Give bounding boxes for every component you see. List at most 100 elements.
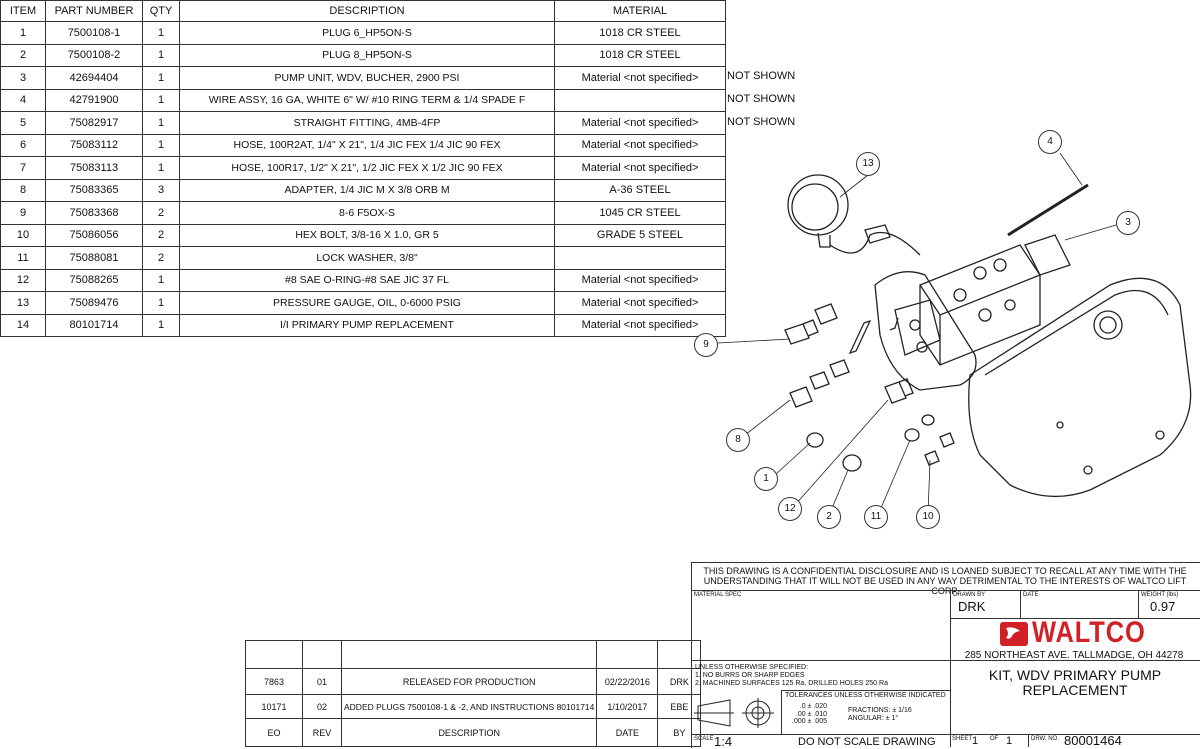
bom-cell: 7500108-1	[45, 21, 143, 45]
bom-cell: 1	[142, 133, 180, 157]
rev-cell: 02	[302, 694, 342, 719]
bom-cell: 75083368	[45, 201, 143, 225]
rev-cell: RELEASED FOR PRODUCTION	[340, 668, 598, 695]
scale-label: SCALE	[694, 736, 714, 742]
bom-cell: 80101714	[45, 313, 143, 337]
bom-cell: 7	[0, 156, 46, 180]
item-balloon: 11	[864, 505, 888, 529]
bom-cell: 1	[142, 111, 180, 135]
exploded-assembly-drawing	[717, 152, 1192, 516]
rev-cell: DRK	[657, 668, 702, 695]
rev-cell: 1/10/2017	[596, 694, 659, 719]
bom-cell: 1	[142, 313, 180, 337]
rev-cell: 10171	[245, 694, 303, 719]
confidential-disclosure: THIS DRAWING IS A CONFIDENTIAL DISCLOSUR…	[703, 566, 1187, 596]
unless-specified: UNLESS OTHERWISE SPECIFIED: 1. NO BURRS …	[695, 664, 888, 688]
bom-header: PART NUMBER	[45, 0, 143, 22]
bom-cell: 1	[142, 21, 180, 45]
drawing-number: 80001464	[1064, 733, 1122, 748]
bom-cell: 10	[0, 223, 46, 247]
bom-cell: 12	[0, 268, 46, 292]
bom-cell: Material <not specified>	[554, 111, 726, 135]
bom-cell: PLUG 6_HP5ON-S	[179, 21, 555, 45]
bom-cell: 5	[0, 111, 46, 135]
rev-header: DESCRIPTION	[340, 718, 598, 747]
drawing-number-label: DRW. NO.	[1031, 736, 1059, 742]
bom-cell: 9	[0, 201, 46, 225]
drawn-by-label: DRAWN BY	[953, 592, 986, 598]
bom-cell: Material <not specified>	[554, 156, 726, 180]
rev-header: DATE	[596, 718, 659, 747]
drawing-title: KIT, WDV PRIMARY PUMP REPLACEMENT	[952, 668, 1198, 698]
unless-note: 1. NO BURRS OR SHARP EDGES	[695, 672, 805, 679]
revision-table: 7863 01 RELEASED FOR PRODUCTION 02/22/20…	[245, 640, 702, 747]
bom-cell: 2	[0, 43, 46, 67]
sheet-value: 1	[972, 735, 979, 747]
unless-note: 2. MACHINED SURFACES 125 Ra, DRILLED HOL…	[695, 680, 888, 687]
company-logo-text: WALTCO	[1032, 616, 1146, 649]
drawn-by-value: DRK	[958, 599, 986, 614]
bom-cell: HOSE, 100R17, 1/2" X 21", 1/2 JIC FEX X …	[179, 156, 555, 180]
bom-cell: 11	[0, 246, 46, 270]
item-balloon: 3	[1116, 211, 1140, 235]
weight-value: 0.97	[1150, 599, 1176, 614]
fractions-tolerance: FRACTIONS: ± 1/16	[848, 707, 912, 714]
rev-cell: 01	[302, 668, 342, 695]
bom-header: MATERIAL	[554, 0, 726, 22]
note-not-shown: NOT SHOWN	[727, 116, 796, 128]
bom-cell: 1	[142, 156, 180, 180]
bom-cell: 1	[142, 268, 180, 292]
bom-cell: 1	[142, 66, 180, 90]
rev-header: REV	[302, 718, 342, 747]
bom-cell: 8	[0, 178, 46, 202]
revision-header-row: EO REV DESCRIPTION DATE BY	[245, 718, 702, 747]
company-address: 285 NORTHEAST AVE. TALLMADGE, OH 44278	[964, 650, 1184, 661]
tolerances-label: TOLERANCES UNLESS OTHERWISE INDICATED	[785, 692, 946, 699]
sheet-label: SHEET	[952, 736, 973, 742]
of-label: OF	[990, 736, 999, 742]
bom-cell: 1	[0, 21, 46, 45]
bom-cell: 75088081	[45, 246, 143, 270]
bom-cell: 2	[142, 223, 180, 247]
rev-cell: ADDED PLUGS 7500108-1 & -2, AND INSTRUCT…	[340, 694, 598, 719]
item-balloon: 9	[694, 333, 718, 357]
bom-cell	[554, 88, 726, 112]
revision-row: 7863 01 RELEASED FOR PRODUCTION 02/22/20…	[245, 668, 702, 695]
rev-header: BY	[657, 718, 702, 747]
bom-cell: 8-6 F5OX-S	[179, 201, 555, 225]
bom-cell: 1018 CR STEEL	[554, 21, 726, 45]
bom-cell: PUMP UNIT, WDV, BUCHER, 2900 PSI	[179, 66, 555, 90]
rev-cell: EBE	[657, 694, 702, 719]
decimal-tolerances: .0 ± .020 .00 ± .010 .000 ± .005	[792, 703, 827, 726]
item-balloon: 12	[778, 497, 802, 521]
rev-cell: 02/22/2016	[596, 668, 659, 695]
bom-header: DESCRIPTION	[179, 0, 555, 22]
bom-cell: Material <not specified>	[554, 313, 726, 337]
bom-cell: A-36 STEEL	[554, 178, 726, 202]
date-label: DATE	[1023, 592, 1039, 598]
bom-table: ITEM PART NUMBER QTY DESCRIPTION MATERIA…	[0, 0, 726, 337]
item-balloon: 4	[1038, 130, 1062, 154]
revision-row: 10171 02 ADDED PLUGS 7500108-1 & -2, AND…	[245, 694, 702, 719]
bom-cell: STRAIGHT FITTING, 4MB-4FP	[179, 111, 555, 135]
item-balloon: 10	[916, 505, 940, 529]
bom-header: QTY	[142, 0, 180, 22]
of-value: 1	[1006, 735, 1013, 747]
do-not-scale-note: DO NOT SCALE DRAWING	[798, 736, 936, 748]
unless-title: UNLESS OTHERWISE SPECIFIED:	[695, 664, 809, 671]
bom-cell: 2	[142, 201, 180, 225]
bom-cell: Material <not specified>	[554, 133, 726, 157]
fraction-tolerances: FRACTIONS: ± 1/16 ANGULAR: ± 1°	[848, 707, 912, 723]
bom-cell: #8 SAE O-RING-#8 SAE JIC 37 FL	[179, 268, 555, 292]
bom-cell: 13	[0, 291, 46, 315]
bom-cell: HOSE, 100R2AT, 1/4" X 21", 1/4 JIC FEX 1…	[179, 133, 555, 157]
bom-cell: 1018 CR STEEL	[554, 43, 726, 67]
item-balloon: 1	[754, 467, 778, 491]
bom-cell: LOCK WASHER, 3/8"	[179, 246, 555, 270]
